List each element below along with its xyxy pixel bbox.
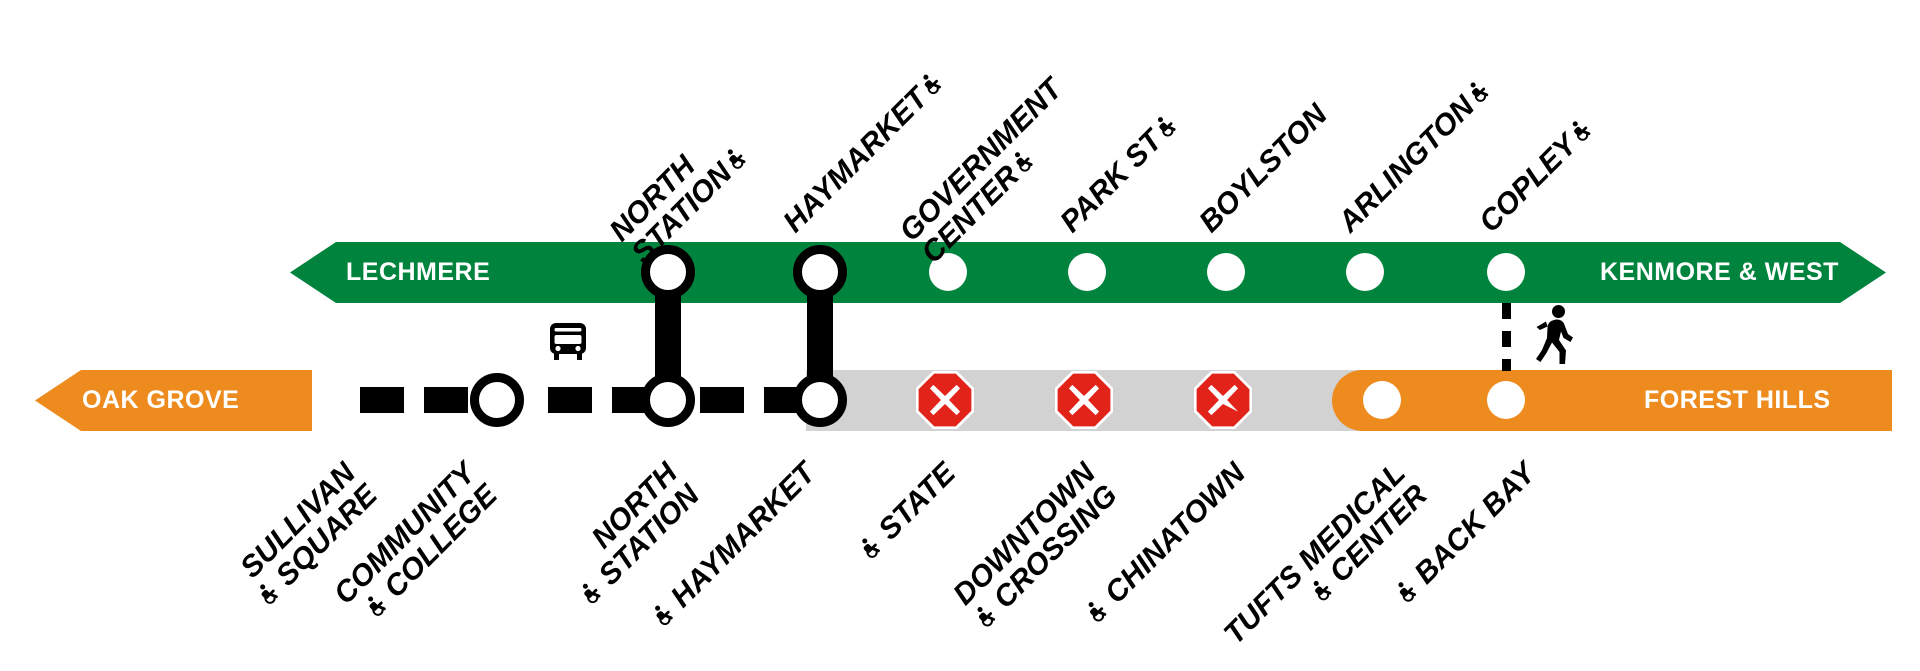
wheelchair-accessible-icon [1389,576,1422,609]
green-line-right-terminus-label: KENMORE & WEST [1600,258,1839,286]
wheelchair-accessible-icon [645,600,678,633]
station-marker-orange-downtown-crossing[interactable] [1055,371,1113,429]
station-marker-green-arlington[interactable] [1346,253,1384,291]
label-orange-back-bay: BACK BAY [1315,457,1542,671]
green-line-left-arrow [290,242,336,303]
station-marker-orange-chinatown[interactable] [1194,371,1252,429]
label-green-north-station: NORTH STATION [603,119,755,269]
walking-person-icon [1534,304,1574,366]
wheelchair-accessible-icon [853,532,886,565]
bus-icon [546,322,590,364]
wheelchair-accessible-icon [358,590,391,623]
shuttle-dash [424,387,468,413]
label-green-government-center: GOVERNMENT CENTER [893,72,1069,270]
orange-line-left-arrow [35,370,81,431]
label-orange-tufts-medical-center: TUFTS MEDICAL CENTER [1217,456,1434,651]
closed-station-x-icon [916,371,974,429]
station-marker-orange-community-college[interactable] [470,373,524,427]
station-marker-orange-tufts-medical-center[interactable] [1363,381,1401,419]
orange-left-segment-cap [250,370,312,431]
station-marker-green-park-st[interactable] [1068,253,1106,291]
wheelchair-accessible-icon [1149,111,1182,144]
wheelchair-accessible-icon [1461,76,1494,109]
orange-right-segment [1332,370,1892,431]
shuttle-dash [700,387,744,413]
label-green-haymarket: HAYMARKET [777,66,950,239]
label-orange-downtown-crossing: DOWNTOWN CROSSING [875,457,1124,671]
station-marker-green-copley[interactable] [1487,253,1525,291]
label-orange-chinatown: CHINATOWN [1025,457,1252,671]
wheelchair-accessible-icon [1304,574,1337,607]
label-orange-north-station: NORTH STATION [478,457,706,671]
station-marker-green-government-center[interactable] [929,253,967,291]
station-marker-green-boylston[interactable] [1207,253,1245,291]
green-line-left-terminus-label: LECHMERE [346,258,491,286]
shuttle-dash [548,387,592,413]
wheelchair-accessible-icon [573,577,606,610]
wheelchair-accessible-icon [914,68,947,101]
label-orange-community-college: COMMUNITY COLLEGE [276,457,504,671]
label-orange-sullivan-square: SULLIVAN SQUARE [156,457,384,671]
station-marker-green-north-station[interactable] [641,245,695,299]
station-marker-orange-north-station[interactable] [641,373,695,427]
label-green-park-st: PARK ST [1054,109,1185,239]
label-orange-haymarket: HAYMARKET [616,457,822,663]
closed-station-x-icon [1055,371,1113,429]
wheelchair-accessible-icon [1079,596,1112,629]
orange-line-left-terminus-label: OAK GROVE [82,386,240,414]
label-orange-state: STATE [756,457,962,663]
label-green-arlington: ARLINGTON [1332,75,1497,239]
station-marker-orange-back-bay[interactable] [1487,381,1525,419]
wheelchair-accessible-icon [1563,115,1596,148]
wheelchair-accessible-icon [718,143,751,176]
wheelchair-accessible-icon [968,600,1001,633]
orange-line-right-terminus-label: FOREST HILLS [1644,386,1831,414]
wheelchair-accessible-icon [250,578,283,611]
copley-back-bay-walk-connector [1502,303,1511,371]
green-line-right-arrow [1840,242,1886,303]
station-marker-orange-haymarket[interactable] [793,373,847,427]
station-marker-orange-sullivan-square[interactable] [318,381,356,419]
station-marker-green-haymarket[interactable] [793,245,847,299]
shuttle-dash [360,387,404,413]
label-green-copley: COPLEY [1473,113,1599,239]
label-green-boylston: BOYLSTON [1192,98,1334,239]
station-marker-orange-state[interactable] [916,371,974,429]
wheelchair-accessible-icon [1005,145,1038,178]
closed-station-x-icon [1194,371,1252,429]
